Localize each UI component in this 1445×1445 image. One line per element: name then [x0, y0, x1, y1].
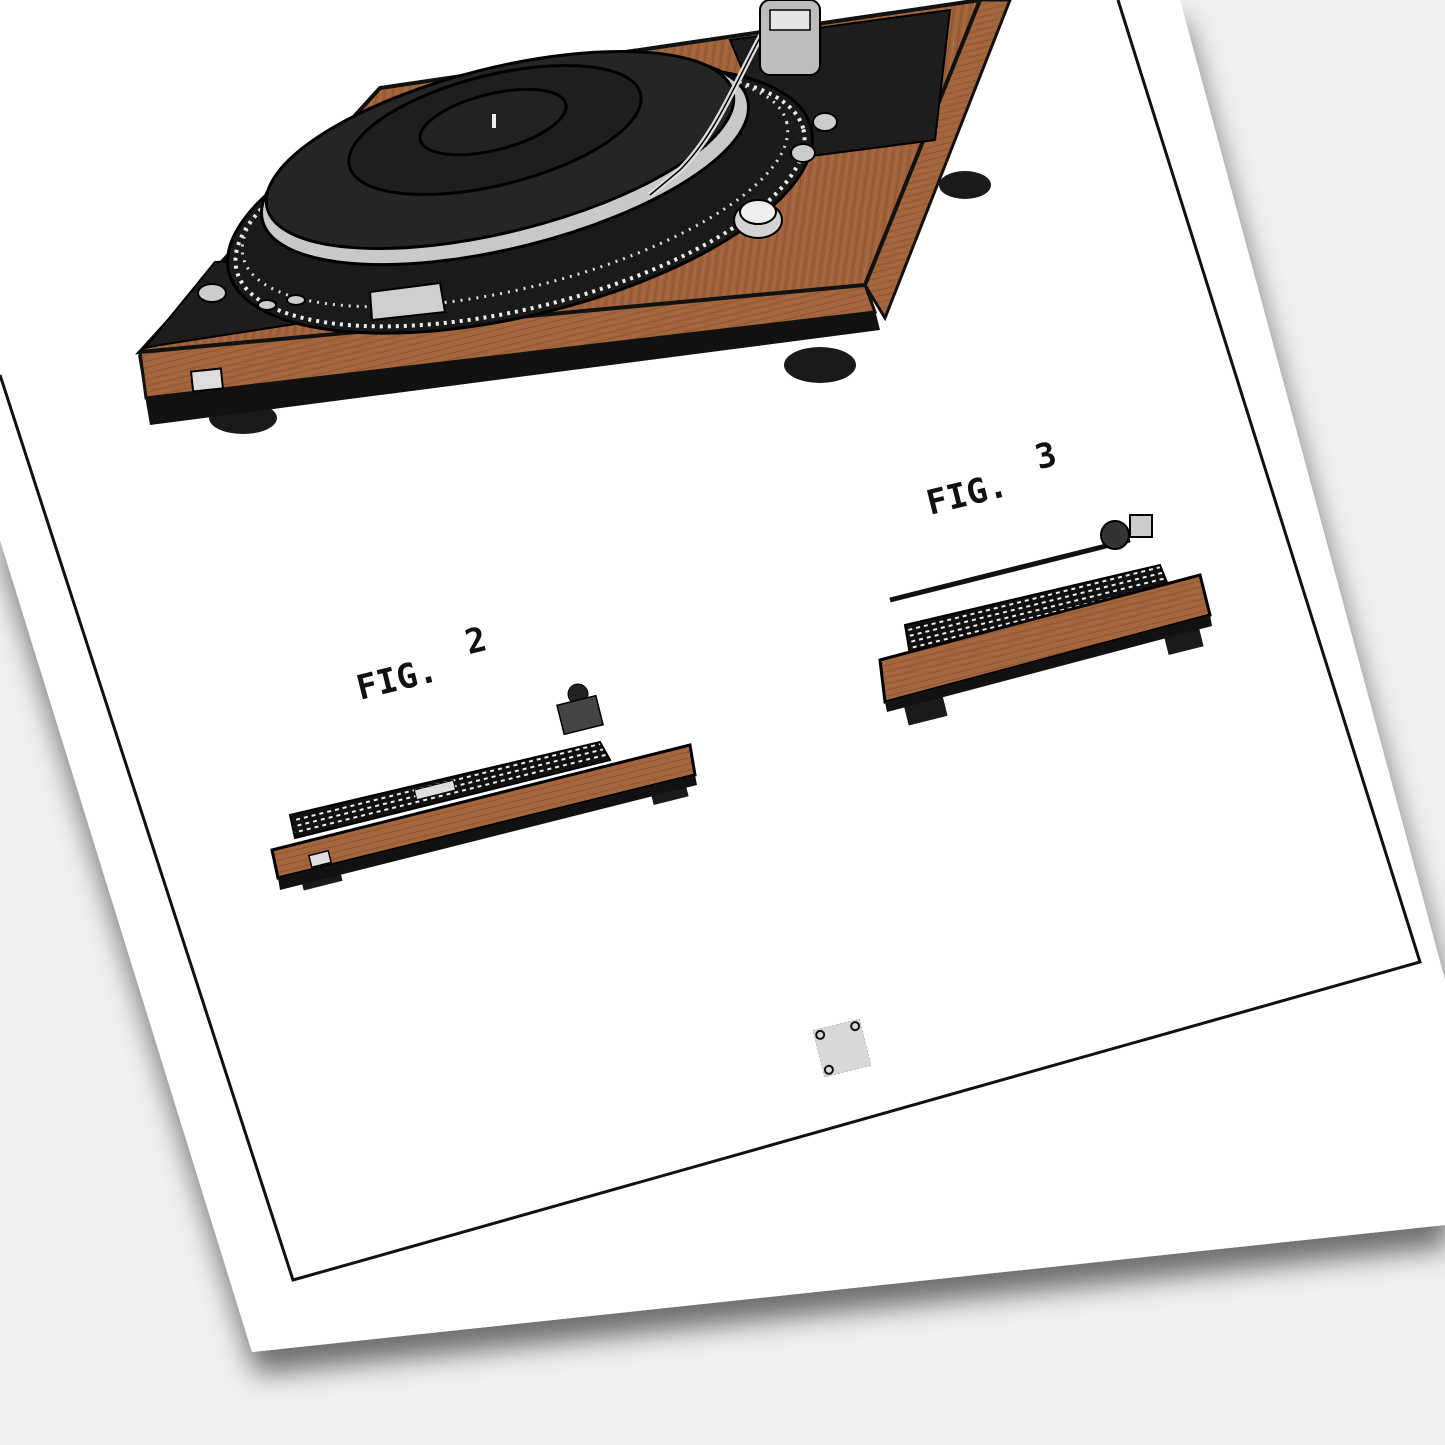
figure-2-turntable-front-view: [270, 683, 697, 891]
figure-1-turntable-perspective: [135, 0, 1012, 434]
poster-frame-border: [0, 0, 1422, 1282]
figure-3-turntable-side-view: [878, 514, 1212, 726]
qr-code: [812, 1018, 872, 1078]
figure-2: FIG. 2: [270, 619, 697, 891]
